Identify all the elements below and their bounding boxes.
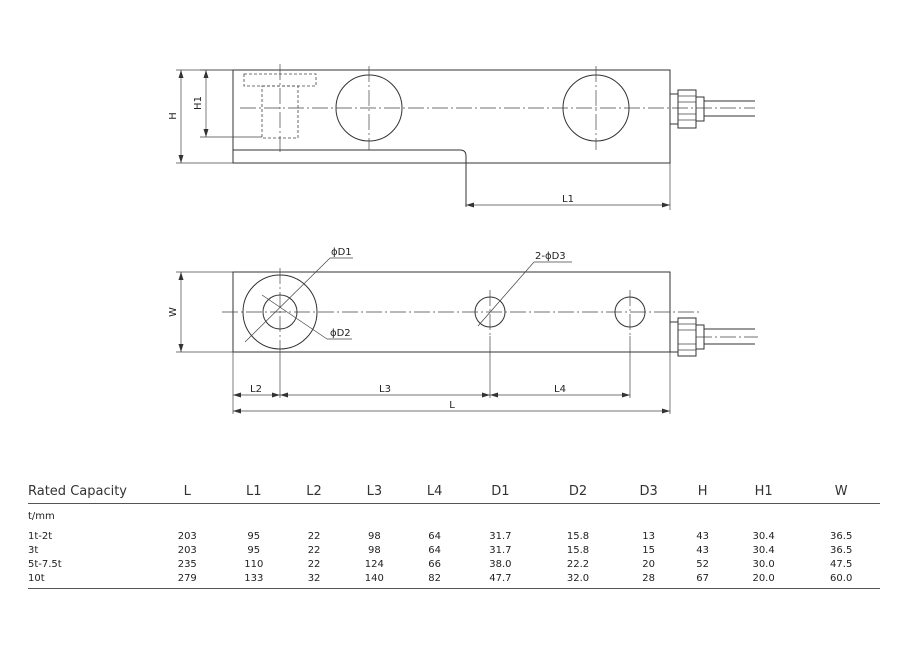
cell: 47.5	[830, 559, 853, 570]
specification-table: Rated Capacity L L1 L2 L3 L4 D1 D2 D3 H …	[28, 482, 880, 589]
cell: 15.8	[566, 531, 590, 542]
cell: 22	[307, 545, 321, 556]
header-l1: L1	[220, 482, 288, 504]
label-w: W	[168, 307, 179, 317]
header-l: L	[154, 482, 221, 504]
leader-d2: ϕD2	[261, 294, 352, 340]
label-h: H	[168, 112, 179, 120]
cell: 60.0	[802, 572, 880, 589]
header-h: H	[680, 482, 725, 504]
dimension-h: H	[168, 69, 233, 164]
label-d3: 2-ϕD3	[535, 251, 566, 262]
dimension-l: L	[233, 400, 670, 414]
table-row: 10t 279 133 32 140 82 47.7 32.0 28 67 20…	[28, 572, 880, 589]
side-view-body	[232, 69, 671, 164]
unit-label: t/mm	[28, 511, 55, 522]
cell: 279	[154, 572, 221, 589]
cell-capacity: 3t	[28, 545, 39, 556]
cell: 28	[616, 572, 681, 589]
cell: 38.0	[489, 559, 512, 570]
cell: 32.0	[539, 572, 617, 589]
cell: 47.7	[461, 572, 540, 589]
cell: 22	[307, 559, 321, 570]
cell: 64	[428, 531, 441, 542]
leader-d1: ϕD1	[244, 247, 353, 343]
label-l: L	[449, 400, 455, 411]
cell: 30.4	[752, 531, 775, 542]
cell: 15.8	[566, 545, 590, 556]
side-view: H H1 L1	[168, 64, 755, 210]
header-l4: L4	[407, 482, 462, 504]
cell: 52	[696, 559, 709, 570]
header-rated-capacity: Rated Capacity	[28, 482, 154, 504]
dimension-l4: L4	[490, 384, 630, 398]
cell: 13	[642, 531, 655, 542]
cell: 95	[247, 545, 261, 556]
table-row: 5t-7.5t 235 110 22 124 66 38.0 22.2 20 5…	[28, 558, 880, 572]
cell-capacity: 5t-7.5t	[28, 559, 62, 570]
leader-d3: 2-ϕD3	[477, 251, 572, 327]
cell-capacity: 1t-2t	[28, 531, 53, 542]
header-d1: D1	[461, 482, 540, 504]
cell: 15	[642, 545, 655, 556]
cell: 98	[367, 545, 381, 556]
header-w: W	[802, 482, 880, 504]
label-l4: L4	[554, 384, 566, 395]
label-l3: L3	[379, 384, 391, 395]
cell: 64	[428, 545, 441, 556]
cell: 140	[341, 572, 408, 589]
header-d2: D2	[539, 482, 617, 504]
cable-top	[696, 328, 758, 345]
label-h1: H1	[193, 96, 204, 110]
header-h1: H1	[724, 482, 803, 504]
dimension-w: W	[168, 271, 233, 353]
cell: 22	[307, 531, 321, 542]
cell: 110	[244, 559, 264, 570]
unit-row: t/mm	[28, 504, 880, 531]
cell: 36.5	[830, 545, 853, 556]
side-view-step-outline	[233, 149, 467, 207]
dimension-h1: H1	[193, 69, 262, 138]
cell: 30.4	[752, 545, 775, 556]
cell: 203	[177, 531, 197, 542]
table-row: 1t-2t 203 95 22 98 64 31.7 15.8 13 43 30…	[28, 530, 880, 544]
cell: 36.5	[830, 531, 853, 542]
cell: 98	[367, 531, 381, 542]
cell: 31.7	[489, 545, 512, 556]
cell-capacity: 10t	[28, 572, 154, 589]
cable-gland-side	[669, 89, 705, 129]
cell: 30.0	[752, 559, 775, 570]
table-row: 3t 203 95 22 98 64 31.7 15.8 15 43 30.4 …	[28, 544, 880, 558]
header-l3: L3	[341, 482, 408, 504]
cell: 95	[247, 531, 261, 542]
dimension-l1: L1	[466, 163, 671, 210]
table-header-row: Rated Capacity L L1 L2 L3 L4 D1 D2 D3 H …	[28, 482, 880, 504]
cell: 43	[696, 531, 709, 542]
label-d1: ϕD1	[331, 247, 352, 258]
dimension-l2: L2	[233, 384, 280, 398]
label-d2: ϕD2	[330, 328, 351, 339]
cell: 133	[220, 572, 288, 589]
cell: 66	[428, 559, 441, 570]
cell: 43	[696, 545, 709, 556]
cell: 67	[680, 572, 725, 589]
cable-side	[704, 100, 755, 117]
cell: 32	[287, 572, 342, 589]
cell: 20	[642, 559, 655, 570]
cell: 124	[364, 559, 384, 570]
cell: 235	[177, 559, 197, 570]
cell: 20.0	[724, 572, 803, 589]
cell: 22.2	[566, 559, 590, 570]
cell: 203	[177, 545, 197, 556]
header-d3: D3	[616, 482, 681, 504]
top-view: ϕD1 ϕD2 2-ϕD3	[168, 247, 758, 414]
header-l2: L2	[287, 482, 342, 504]
dimension-l3: L3	[280, 384, 490, 398]
technical-drawing: H H1 L1	[168, 64, 758, 414]
cell: 31.7	[489, 531, 512, 542]
label-l2: L2	[250, 384, 262, 395]
label-l1: L1	[562, 194, 574, 205]
cell: 82	[407, 572, 462, 589]
